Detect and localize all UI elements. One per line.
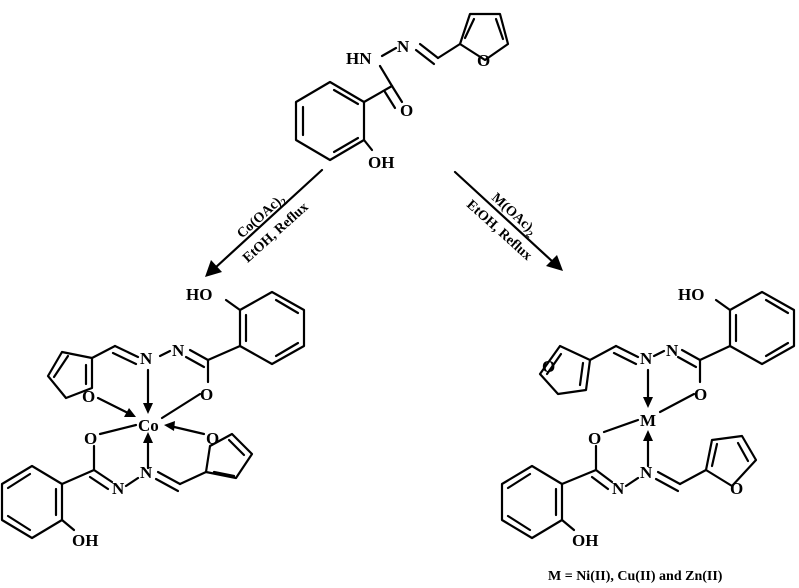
ligand-benzene-ring	[294, 80, 366, 162]
ligand-structure: HN N O O OH	[294, 12, 510, 172]
m-upper-n2-label: N	[666, 341, 679, 360]
ligand-carbonyl-o-label: O	[400, 101, 413, 120]
co-metal-label: Co	[138, 416, 159, 435]
co-upper-furan	[46, 350, 94, 400]
ligand-furan-ring	[458, 12, 510, 62]
co-lower-furan	[204, 432, 254, 480]
m-upper-benzene	[728, 290, 796, 366]
ligand-furan-o-label: O	[477, 51, 490, 70]
co-upper-amide-o-label: O	[200, 385, 213, 404]
co-lower-amide-o-label: O	[84, 429, 97, 448]
co-lower-oh-label: OH	[72, 531, 98, 550]
co-upper-n2-label: N	[172, 341, 185, 360]
co-lower-benzene	[0, 464, 64, 540]
metal-complex: HO O N N O M O N N	[500, 285, 796, 550]
m-lower-amide-o-label: O	[588, 429, 601, 448]
left-reaction-arrow	[205, 168, 324, 277]
co-lower-n1-label: N	[140, 463, 153, 482]
co-upper-furan-o-label: O	[82, 387, 95, 406]
m-lower-furan	[704, 434, 758, 488]
co-upper-benzene	[238, 290, 306, 366]
m-lower-n2-label: N	[612, 479, 625, 498]
m-upper-amide-o-label: O	[694, 385, 707, 404]
m-upper-furan	[538, 344, 592, 396]
m-upper-furan-o-label: O	[542, 357, 555, 376]
co-upper-ho-label: HO	[186, 285, 212, 304]
metal-definition-note: M = Ni(II), Cu(II) and Zn(II)	[548, 569, 723, 584]
cobalt-complex: HO O N N O Co	[0, 285, 306, 550]
co-lower-furan-o-label: O	[206, 429, 219, 448]
m-upper-n1-label: N	[640, 349, 653, 368]
m-lower-furan-o-label: O	[730, 479, 743, 498]
co-lower-n2-label: N	[112, 479, 125, 498]
m-upper-ho-label: HO	[678, 285, 704, 304]
right-reaction-arrow	[453, 170, 563, 271]
m-lower-benzene	[500, 464, 564, 540]
co-upper-n1-label: N	[140, 349, 153, 368]
m-metal-label: M	[640, 411, 656, 430]
m-lower-n1-label: N	[640, 463, 653, 482]
left-conditions: Co(OAc)2 EtOH, Reflux	[234, 194, 311, 266]
ligand-oh-label: OH	[368, 153, 394, 172]
m-lower-oh-label: OH	[572, 531, 598, 550]
right-conditions: M(OAc)2 EtOH, Reflux	[463, 190, 535, 263]
ligand-hn-label: HN	[346, 49, 372, 68]
ligand-n-label: N	[397, 37, 410, 56]
